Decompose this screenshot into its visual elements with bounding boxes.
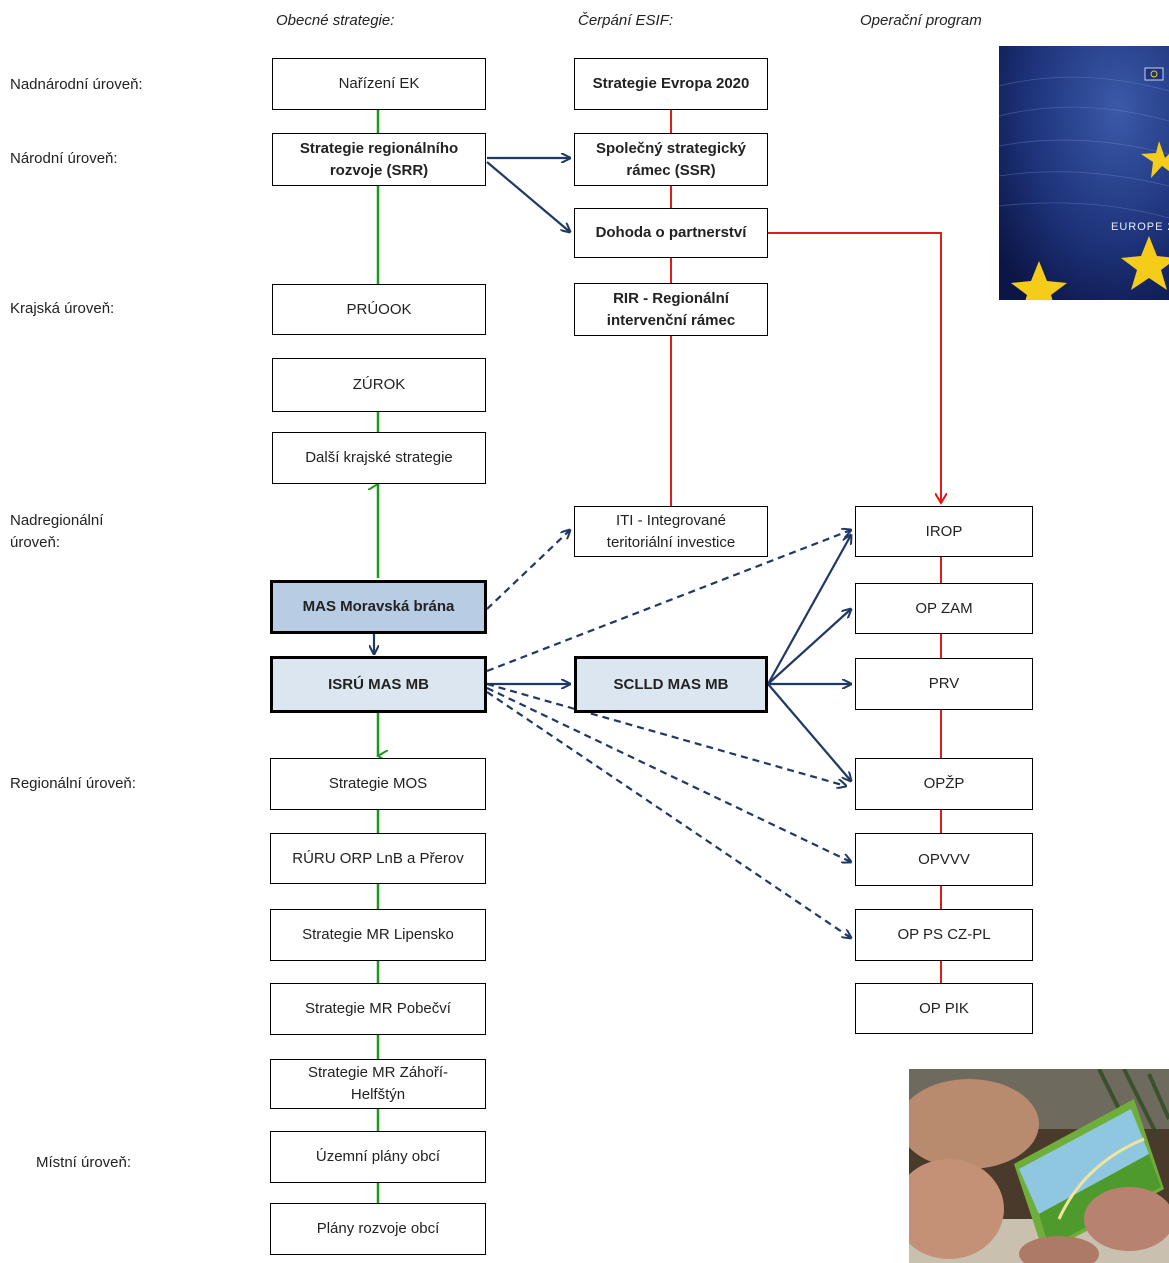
box-strategie-mos: Strategie MOS	[270, 758, 486, 810]
column-header-general: Obecné strategie:	[276, 12, 395, 29]
arrow-mas-to-iti	[486, 530, 570, 610]
box-zurok: ZÚROK	[272, 358, 486, 412]
box-mas-moravska-brana: MAS Moravská brána	[270, 580, 487, 634]
box-plany-rozvoje: Plány rozvoje obcí	[270, 1203, 486, 1255]
level-supranational: Nadnárodní úroveň:	[10, 76, 143, 93]
arrow-srr-to-dohoda	[486, 161, 570, 232]
box-opzp: OPŽP	[855, 758, 1033, 810]
arrow-sclld-to-irop	[767, 535, 851, 685]
box-op-pik: OP PIK	[855, 983, 1033, 1034]
arrow-isru-to-opzp	[486, 682, 846, 786]
level-local: Místní úroveň:	[36, 1154, 132, 1171]
box-ssr-line1: Společný strategický	[595, 139, 747, 157]
level-supraregional: Nadregionální úroveň:	[10, 510, 103, 554]
europe-2020-cover-art: EUROPE 2020	[999, 46, 1169, 300]
box-rir-line2: intervenční rámec	[606, 311, 736, 329]
box-isru-mas-mb: ISRÚ MAS MB	[270, 656, 487, 713]
box-op-ps-cz-pl: OP PS CZ-PL	[855, 909, 1033, 961]
box-pruook: PRÚOOK	[272, 284, 486, 335]
brochure-photo-art	[909, 1069, 1169, 1263]
arrow-isru-to-irop	[486, 530, 851, 673]
arrow-isru-to-opps	[486, 691, 851, 938]
arrow-dohoda-to-irop	[768, 232, 941, 503]
box-uzemni-plany: Územní plány obcí	[270, 1131, 486, 1183]
box-mr-pobecvi: Strategie MR Pobečví	[270, 983, 486, 1035]
europe-2020-cover-title: EUROPE 2020	[1111, 221, 1169, 233]
box-srr-line2: rozvoje (SRR)	[329, 161, 429, 179]
box-prv: PRV	[855, 658, 1033, 710]
europe-2020-cover-image: EUROPE 2020	[999, 46, 1169, 300]
column-header-operational-program: Operační program	[860, 12, 982, 29]
box-ruru: RÚRU ORP LnB a Přerov	[270, 833, 486, 884]
box-rir-line1: RIR - Regionální	[613, 289, 729, 307]
box-rir: RIR - Regionální intervenční rámec	[574, 283, 768, 336]
box-srr-line1: Strategie regionálního	[299, 139, 459, 157]
box-irop: IROP	[855, 506, 1033, 557]
box-iti-line1: ITI - Integrované	[615, 511, 727, 529]
box-iti-line2: teritoriální investice	[606, 533, 736, 551]
box-ssr-line2: rámec (SSR)	[626, 161, 716, 179]
arrow-isru-to-opvvv	[486, 687, 851, 862]
box-mr-lipensko: Strategie MR Lipensko	[270, 909, 486, 961]
arrow-sclld-to-opzam	[767, 609, 851, 685]
brochure-photo	[909, 1069, 1169, 1263]
box-ssr: Společný strategický rámec (SSR)	[574, 133, 768, 186]
level-county: Krajská úroveň:	[10, 300, 115, 317]
level-supraregional-line1: Nadregionální	[10, 512, 104, 529]
box-srr: Strategie regionálního rozvoje (SRR)	[272, 133, 486, 186]
box-narizeni-ek: Nařízení EK	[272, 58, 486, 110]
box-iti: ITI - Integrované teritoriální investice	[574, 506, 768, 557]
level-supraregional-line2: úroveň:	[10, 534, 61, 551]
box-evropa-2020: Strategie Evropa 2020	[574, 58, 768, 110]
box-op-zam: OP ZAM	[855, 583, 1033, 634]
level-national: Národní úroveň:	[10, 150, 118, 167]
column-header-esif: Čerpání ESIF:	[578, 12, 674, 29]
box-opvvv: OPVVV	[855, 833, 1033, 886]
box-sclld-mas-mb: SCLLD MAS MB	[574, 656, 768, 713]
box-mr-zahori-line1: Strategie MR Záhoří-	[307, 1064, 449, 1081]
box-dalsi-krajske: Další krajské strategie	[272, 432, 486, 484]
box-dohoda: Dohoda o partnerství	[574, 208, 768, 258]
arrow-sclld-to-opzp	[767, 683, 851, 781]
level-regional: Regionální úroveň:	[10, 775, 136, 792]
box-mr-zahori-line2: Helfštýn	[350, 1086, 406, 1103]
box-mr-zahori: Strategie MR Záhoří- Helfštýn	[270, 1059, 486, 1109]
